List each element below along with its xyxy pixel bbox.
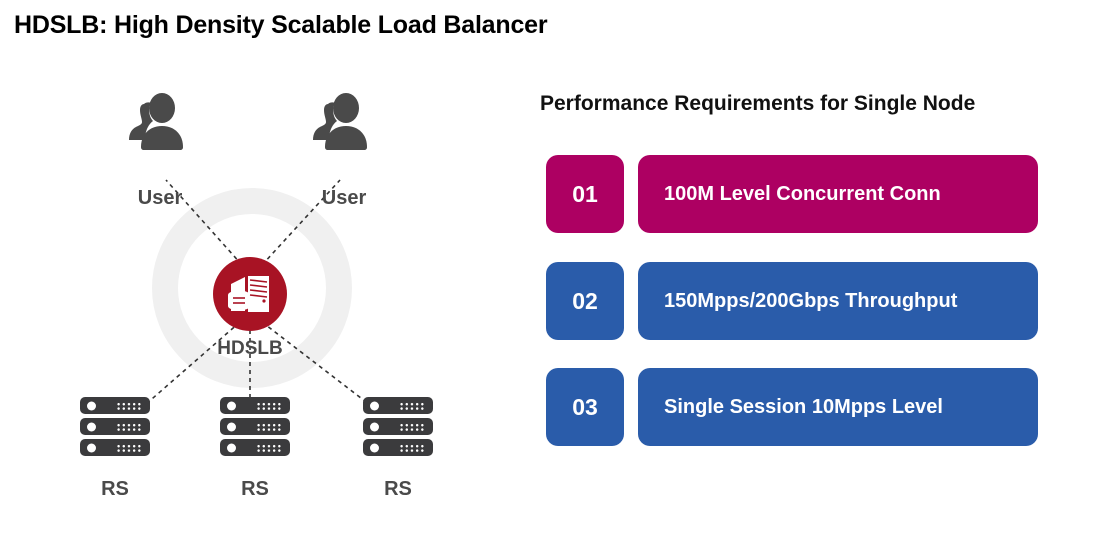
rack-unit — [363, 397, 433, 414]
rack-led-icon — [87, 422, 96, 431]
user-icon — [313, 93, 367, 150]
rs-label-1: RS — [101, 478, 129, 500]
rs-label-3: RS — [384, 478, 412, 500]
requirement-row-3: 03 Single Session 10Mpps Level — [546, 368, 1038, 446]
rack-led-icon — [87, 443, 96, 452]
connector-user2 — [261, 179, 341, 266]
rack-unit — [363, 439, 433, 456]
rack-led-icon — [227, 401, 236, 410]
requirement-text-1: 100M Level Concurrent Conn — [638, 155, 1038, 233]
rack-unit — [220, 397, 290, 414]
requirement-number-1: 01 — [546, 155, 624, 233]
rack-led-icon — [370, 401, 379, 410]
requirement-text-2: 150Mpps/200Gbps Throughput — [638, 262, 1038, 340]
rack-led-icon — [227, 443, 236, 452]
rs-node-3: RS — [363, 397, 433, 501]
rs-node-1: RS — [80, 397, 150, 501]
rack-vents-icon — [116, 401, 142, 410]
requirement-row-2: 02 150Mpps/200Gbps Throughput — [546, 262, 1038, 340]
connector-rs1 — [144, 321, 241, 406]
hdslb-label-wrap: HDSLB — [190, 338, 310, 360]
rack-vents-icon — [399, 401, 425, 410]
rack-led-icon — [370, 443, 379, 452]
connector-rs3 — [261, 321, 371, 406]
requirement-number-2: 02 — [546, 262, 624, 340]
user-icon — [129, 93, 183, 150]
rack-vents-icon — [399, 443, 425, 452]
rack-unit — [220, 439, 290, 456]
panel-heading: Performance Requirements for Single Node — [540, 92, 976, 115]
rack-led-icon — [370, 422, 379, 431]
requirement-row-1: 01 100M Level Concurrent Conn — [546, 155, 1038, 233]
rack-led-icon — [227, 422, 236, 431]
rs-label-2: RS — [241, 478, 269, 500]
rs-node-2: RS — [220, 397, 290, 501]
connector-lines — [144, 179, 371, 406]
server-database-icon — [228, 276, 269, 312]
user-label-2: User — [321, 187, 367, 209]
architecture-diagram: User User — [0, 60, 520, 537]
rack-unit — [80, 418, 150, 435]
rack-unit — [80, 439, 150, 456]
requirement-text-3: Single Session 10Mpps Level — [638, 368, 1038, 446]
rack-vents-icon — [256, 422, 282, 431]
hdslb-node — [213, 257, 287, 331]
rack-vents-icon — [256, 401, 282, 410]
rack-vents-icon — [256, 443, 282, 452]
requirement-number-3: 03 — [546, 368, 624, 446]
requirements-panel: Performance Requirements for Single Node… — [538, 60, 1098, 480]
user-node-2: User — [308, 90, 380, 210]
user-node-1: User — [124, 90, 196, 210]
rack-unit — [220, 418, 290, 435]
rack-unit — [80, 397, 150, 414]
rack-vents-icon — [116, 443, 142, 452]
rack-led-icon — [87, 401, 96, 410]
connector-user1 — [165, 179, 243, 266]
user-label-1: User — [137, 187, 183, 209]
rack-vents-icon — [399, 422, 425, 431]
hdslb-label: HDSLB — [217, 338, 283, 359]
rack-unit — [363, 418, 433, 435]
rack-vents-icon — [116, 422, 142, 431]
page-title: HDSLB: High Density Scalable Load Balanc… — [14, 11, 548, 39]
